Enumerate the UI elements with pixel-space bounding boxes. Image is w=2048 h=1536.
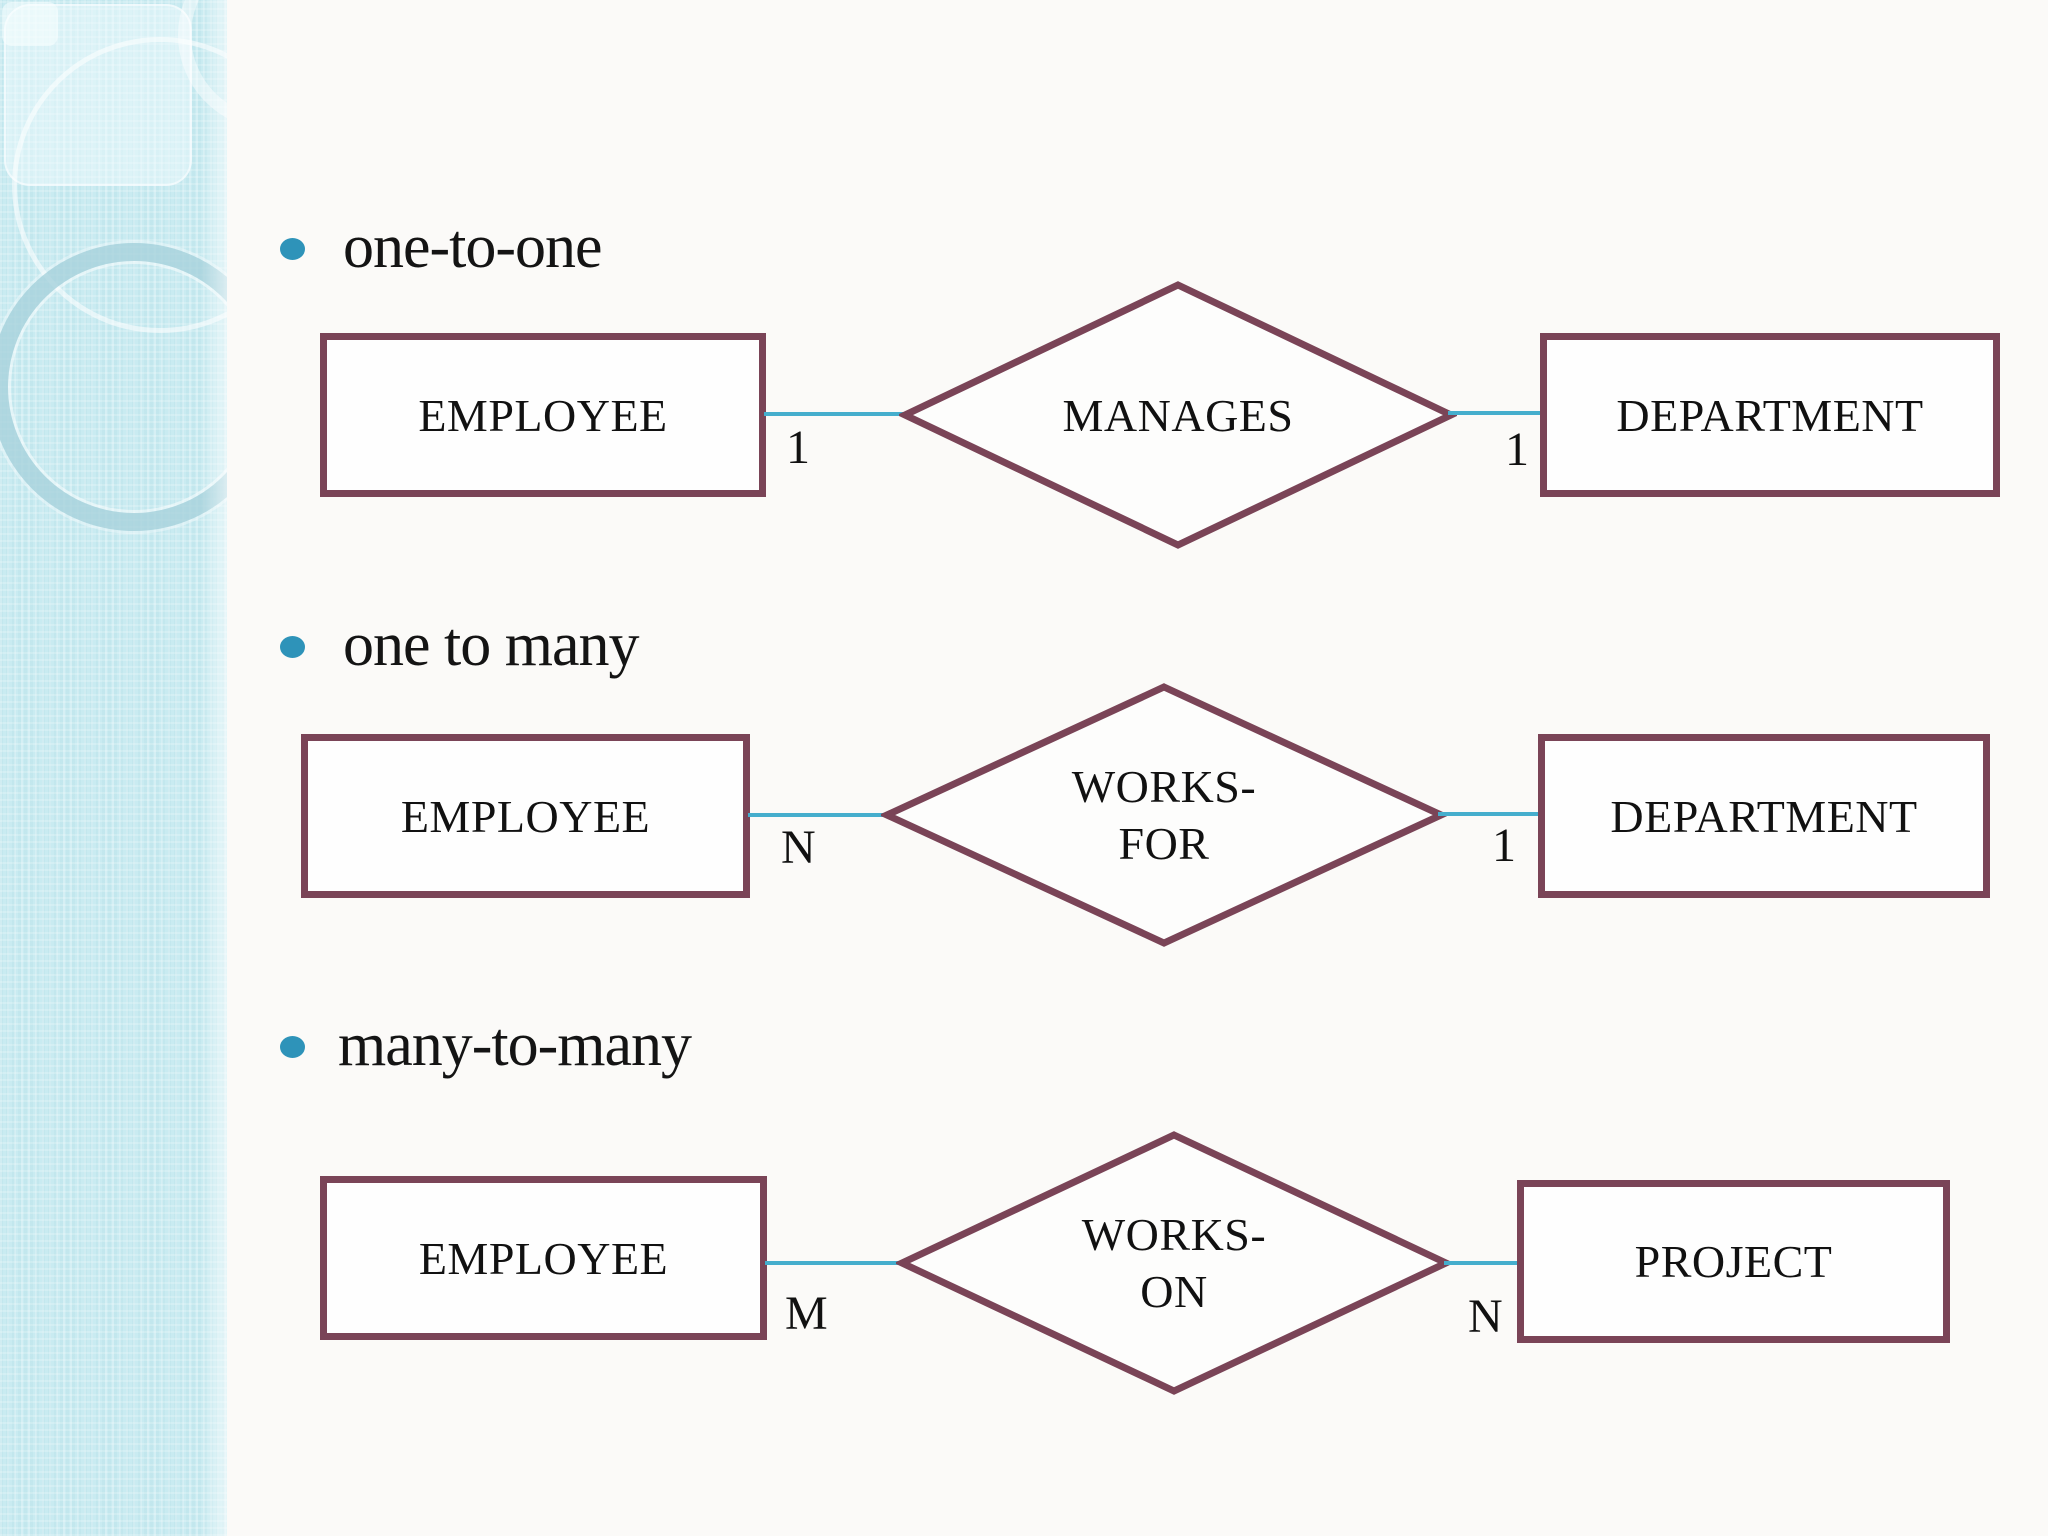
diamond-shape — [881, 683, 1447, 947]
relationship-line — [764, 412, 909, 416]
relationship-line — [1444, 1261, 1517, 1265]
cardinality-label: 1 — [1492, 819, 1516, 872]
cardinality-label: M — [785, 1287, 828, 1340]
entity-label: PROJECT — [1634, 1236, 1833, 1287]
entity-box-employee: EMPLOYEE — [301, 734, 750, 898]
relationship-label: WORKS- FOR — [1071, 761, 1257, 869]
entity-box-project: PROJECT — [1517, 1180, 1950, 1343]
relationship-line — [1448, 411, 1542, 415]
cardinality-label: N — [1468, 1290, 1503, 1343]
heading-many-to-many: many-to-many — [338, 1011, 692, 1079]
relationship-label: WORKS- ON — [1081, 1209, 1267, 1317]
cardinality-label: N — [781, 821, 816, 874]
relationship-diamond-works-for: WORKS- FOR — [881, 681, 1447, 949]
relationship-line — [1438, 812, 1540, 816]
entity-box-employee: EMPLOYEE — [320, 333, 766, 497]
entity-label: EMPLOYEE — [418, 389, 668, 441]
circle-ring-decoration — [0, 243, 227, 531]
relationship-line — [748, 813, 890, 817]
cardinality-label: 1 — [786, 421, 810, 474]
sidebar-corner-tile — [2, 2, 58, 46]
heading-one-to-one: one-to-one — [343, 213, 603, 281]
entity-box-department: DEPARTMENT — [1538, 734, 1990, 898]
relationship-label: MANAGES — [1062, 389, 1294, 441]
relationship-diamond-works-on: WORKS- ON — [896, 1129, 1452, 1397]
relationship-line — [765, 1261, 905, 1265]
entity-box-employee: EMPLOYEE — [320, 1176, 767, 1340]
cardinality-label: 1 — [1505, 423, 1529, 476]
entity-label: EMPLOYEE — [418, 1232, 669, 1284]
entity-label: EMPLOYEE — [400, 790, 651, 842]
relationship-diamond-manages: MANAGES — [899, 279, 1457, 551]
diamond-shape — [896, 1131, 1452, 1395]
entity-label: DEPARTMENT — [1610, 790, 1918, 842]
entity-box-department: DEPARTMENT — [1540, 333, 2000, 497]
bullet-icon — [280, 238, 305, 260]
bullet-icon — [280, 636, 305, 658]
heading-one-to-many: one to many — [343, 611, 639, 679]
sidebar-panel — [0, 0, 227, 1536]
entity-label: DEPARTMENT — [1616, 389, 1924, 441]
diamond-shape — [899, 281, 1457, 549]
bullet-icon — [280, 1036, 305, 1058]
